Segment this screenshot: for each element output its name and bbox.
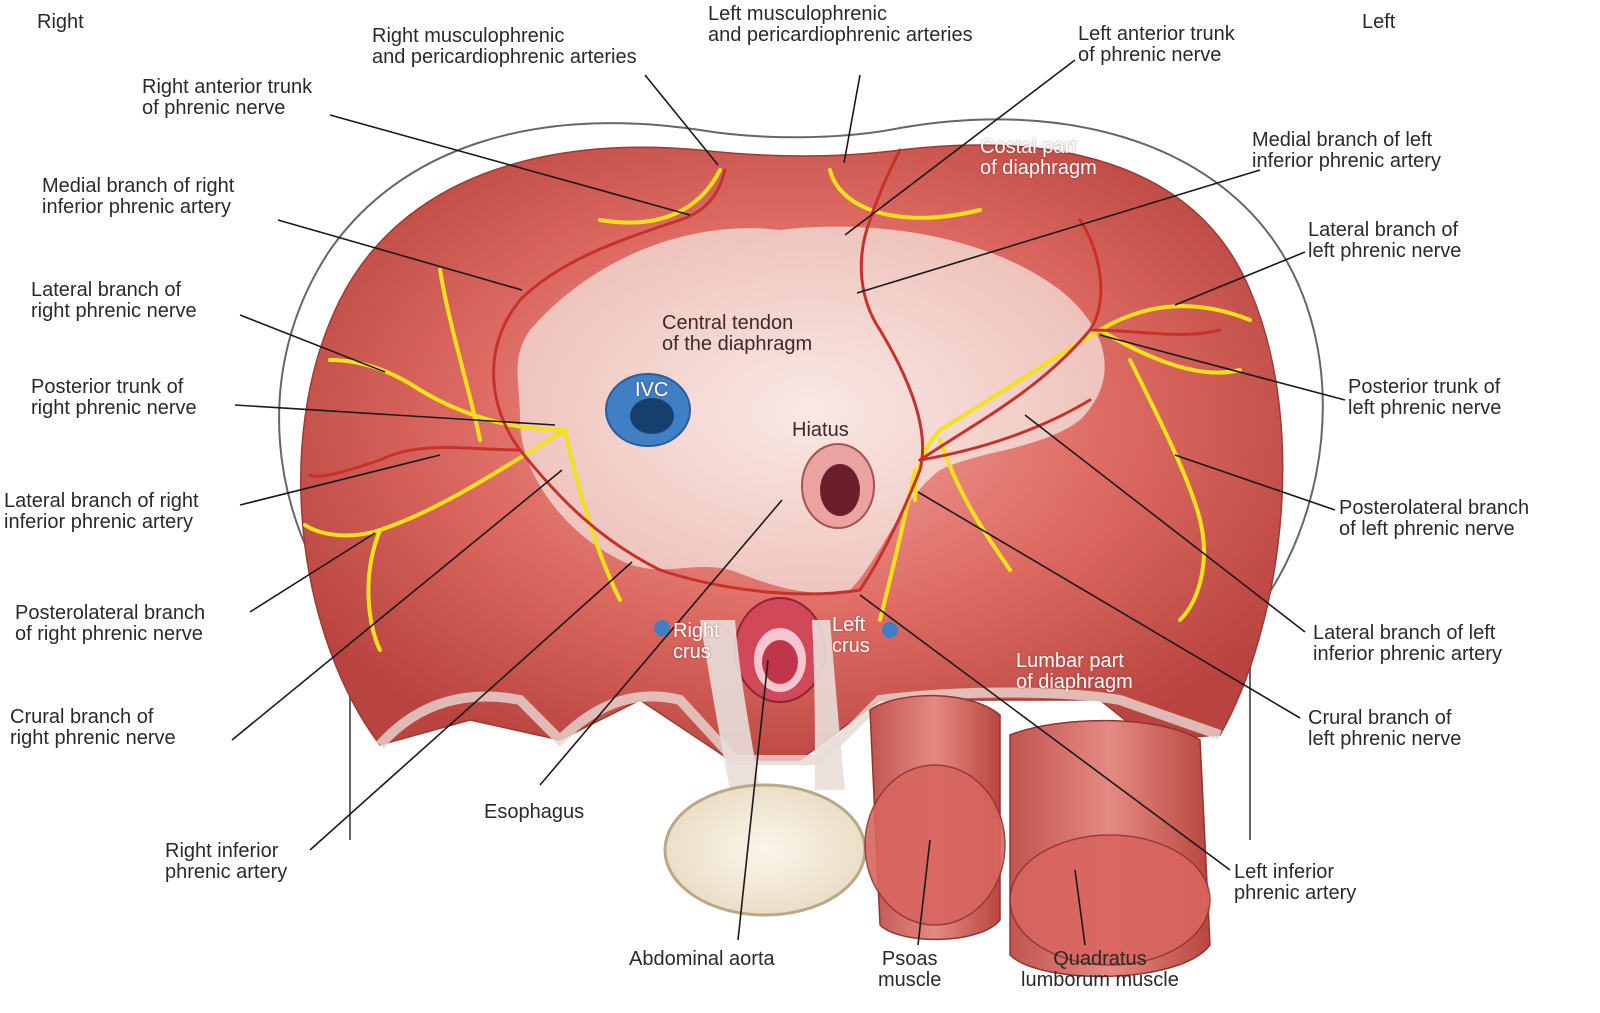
label-abdominal-aorta: Abdominal aorta bbox=[629, 948, 775, 970]
leader-lines bbox=[231, 59, 1346, 946]
central-tendon bbox=[517, 226, 1105, 593]
label-hiatus: Hiatus bbox=[792, 419, 849, 441]
vertebral-body bbox=[663, 783, 867, 917]
body-wall-outline bbox=[278, 118, 1324, 840]
right-crus bbox=[700, 620, 760, 790]
label-ivc: IVC bbox=[635, 379, 669, 401]
label-esophagus: Esophagus bbox=[484, 801, 585, 823]
orientation-left: Left bbox=[1362, 11, 1396, 33]
lumbar-fringe bbox=[376, 687, 1222, 765]
phrenic-arteries bbox=[308, 148, 1222, 596]
left-crus bbox=[812, 620, 845, 790]
orientation-right: Right bbox=[37, 11, 84, 33]
